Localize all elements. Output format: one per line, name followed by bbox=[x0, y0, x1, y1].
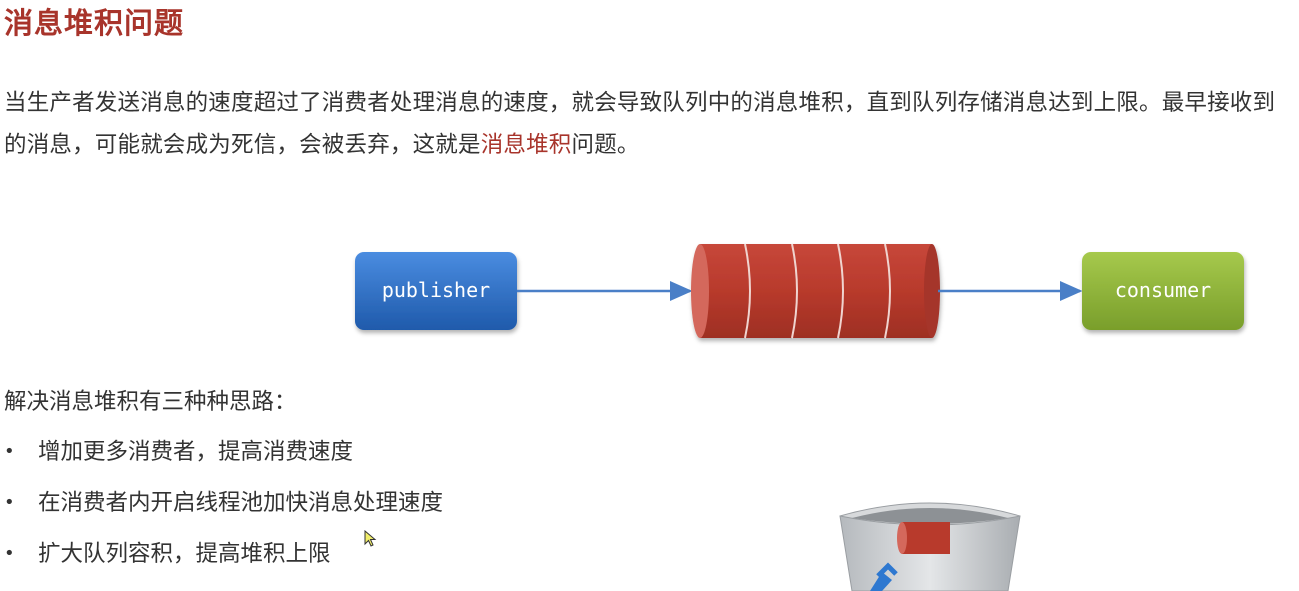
page-title: 消息堆积问题 bbox=[4, 6, 185, 40]
solutions-heading: 解决消息堆积有三种种思路： bbox=[4, 389, 297, 415]
intro-text-after: 问题。 bbox=[571, 132, 640, 158]
message-flow-diagram: publisher consumer bbox=[355, 243, 1244, 339]
bullet-icon: • bbox=[4, 543, 15, 564]
queue-cylinder bbox=[691, 243, 940, 339]
intro-paragraph: 当生产者发送消息的速度超过了消费者处理消息的速度，就会导致队列中的消息堆积，直到… bbox=[4, 82, 1296, 166]
list-item-text: 增加更多消费者，提高消费速度 bbox=[38, 439, 354, 465]
trash-bin-icon bbox=[839, 502, 1021, 591]
consumer-box: consumer bbox=[1082, 252, 1244, 330]
list-item-text: 扩大队列容积，提高堆积上限 bbox=[38, 541, 331, 567]
intro-text-before: 当生产者发送消息的速度超过了消费者处理消息的速度，就会导致队列中的消息堆积，直到… bbox=[4, 90, 1276, 158]
mouse-cursor-icon bbox=[364, 530, 377, 547]
solutions-list: • 增加更多消费者，提高消费速度 • 在消费者内开启线程池加快消息处理速度 • 扩大队… bbox=[0, 432, 443, 585]
publisher-box: publisher bbox=[355, 252, 517, 330]
list-item: • 扩大队列容积，提高堆积上限 bbox=[0, 534, 443, 585]
list-item-text: 在消费者内开启线程池加快消息处理速度 bbox=[38, 490, 444, 516]
bullet-icon: • bbox=[4, 441, 15, 462]
bullet-icon: • bbox=[4, 492, 15, 513]
consumer-label: consumer bbox=[1115, 278, 1211, 302]
list-item: • 增加更多消费者，提高消费速度 bbox=[0, 432, 443, 483]
list-item: • 在消费者内开启线程池加快消息处理速度 bbox=[0, 483, 443, 534]
intro-highlight: 消息堆积 bbox=[480, 132, 572, 158]
publisher-label: publisher bbox=[382, 278, 490, 302]
